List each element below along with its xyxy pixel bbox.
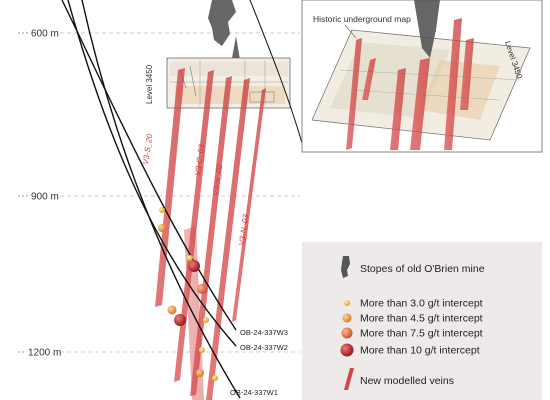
level-3450-label: Level 3450 [145, 64, 154, 104]
inset-view: Historic underground map Level 3450 [301, 0, 543, 153]
drillhole-label-w1: OB-24-337W1 [230, 388, 278, 397]
vein-label-v3-s-20: V3-S_20 [141, 133, 154, 166]
legend-intercept-3g-label: More than 3.0 g/t intercept [360, 298, 483, 310]
vein-label-v3-n-03: V3-N_03 [237, 213, 250, 246]
legend-intercept-10g-label: More than 10 g/t intercept [360, 345, 480, 357]
legend-intercept-7g-label: More than 7.5 g/t intercept [360, 328, 483, 340]
legend-stopes-label: Stopes of old O'Brien mine [360, 263, 485, 275]
vein-lower-flank [184, 226, 204, 400]
stopes-silhouette [205, 0, 240, 92]
vein-v3-n-02 [190, 76, 232, 396]
legend-intercept-4g-label: More than 4.5 g/t intercept [360, 313, 483, 325]
drillhole-w2 [67, 0, 237, 347]
intercept-3g-4 [199, 347, 205, 353]
drillhole-w1 [81, 0, 241, 399]
inset-stopes [414, 0, 440, 58]
intercept-3g-2 [187, 255, 193, 261]
intercept-4g-1 [158, 224, 166, 232]
depth-label-1200: 1200 m [28, 348, 61, 359]
drillhole-inset-link [249, 0, 305, 151]
legend-intercept-10g [340, 343, 354, 357]
vein-label-v3-n-02: V3-N_02 [211, 163, 224, 196]
vein-v3-s-20 [155, 68, 185, 307]
drillholes [61, 0, 305, 399]
legend-intercept-4g [342, 313, 352, 323]
vein-v3-c-03 [174, 70, 214, 382]
drillhole-label-w2: OB-24-337W2 [240, 343, 288, 352]
intercept-3g-1 [159, 207, 165, 213]
legend-intercept-3g [344, 300, 350, 306]
intercept-4g-3 [196, 369, 204, 377]
modelled-veins [155, 68, 266, 400]
intercept-3g-5 [212, 375, 218, 381]
legend-stope-icon [341, 256, 350, 278]
vein-label-v3-c-03: V3-C_03 [193, 143, 206, 176]
intercept-10g-1 [188, 260, 200, 272]
legend-intercept-7g [341, 327, 353, 339]
legend-vein-icon [344, 368, 354, 390]
depth-label-600: 600 m [31, 29, 59, 40]
depth-labels: 600 m 900 m 1200 m [18, 29, 61, 359]
intercept-10g-2 [174, 314, 186, 326]
drillhole-label-w3: OB-24-337W3 [240, 328, 288, 337]
intercept-7g-1 [197, 284, 207, 294]
vein-labels: V3-S_20 V3-C_03 V3-N_02 V3-N_03 [141, 133, 250, 247]
intercept-markers [158, 207, 218, 381]
legend-veins-label: New modelled veins [360, 375, 454, 387]
depth-label-900: 900 m [31, 192, 59, 203]
drillhole-w3 [61, 0, 237, 331]
vein-v3-n-03b [232, 88, 266, 322]
intercept-4g-2 [167, 305, 177, 315]
legend: Stopes of old O'Brien mine More than 3.0… [302, 242, 542, 400]
intercept-3g-3 [203, 317, 209, 323]
vein-v3-n-03 [206, 78, 250, 400]
inset-map-label: Historic underground map [313, 14, 411, 24]
